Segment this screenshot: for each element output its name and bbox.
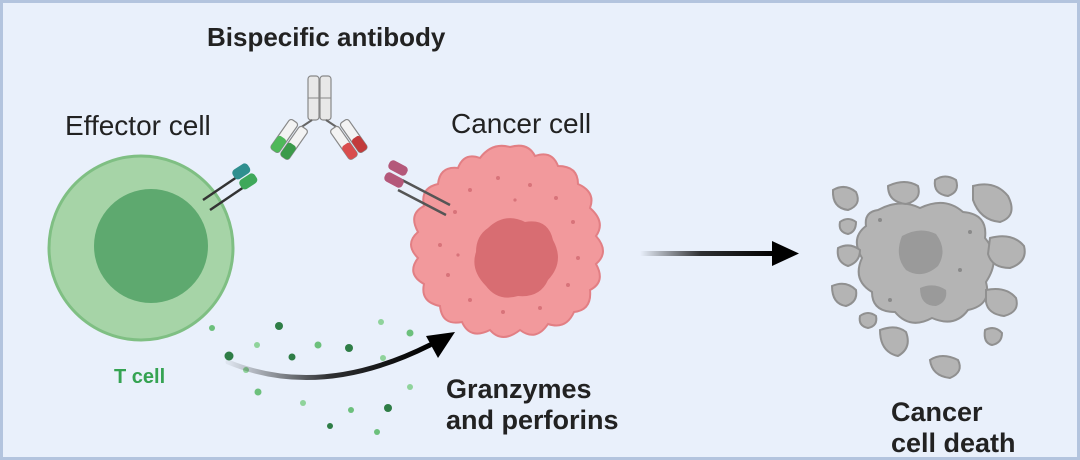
granule-icon: [209, 319, 414, 435]
dead-cell-fragments-icon: [830, 175, 1026, 380]
dead-cell-interior: [878, 218, 972, 306]
cancer-cell-death-label: Cancer cell death: [891, 397, 1016, 459]
cancer-cell-label: Cancer cell: [451, 108, 592, 139]
t-cell-receptor-icon: [202, 163, 258, 212]
effector-cell-label: Effector cell: [65, 110, 211, 141]
cancer-receptor-icon: [384, 160, 451, 217]
granzymes-label: Granzymes and perforins: [446, 374, 619, 436]
figure-title: Bispecific antibody: [207, 22, 446, 52]
curved-arrow-icon: [225, 332, 455, 381]
arrow-icon: [640, 241, 799, 266]
bispecific-antibody-icon: [270, 75, 368, 160]
t-cell-label: T cell: [114, 366, 166, 388]
cancer-cell-icon: [410, 144, 604, 338]
t-cell-icon: [47, 154, 235, 342]
